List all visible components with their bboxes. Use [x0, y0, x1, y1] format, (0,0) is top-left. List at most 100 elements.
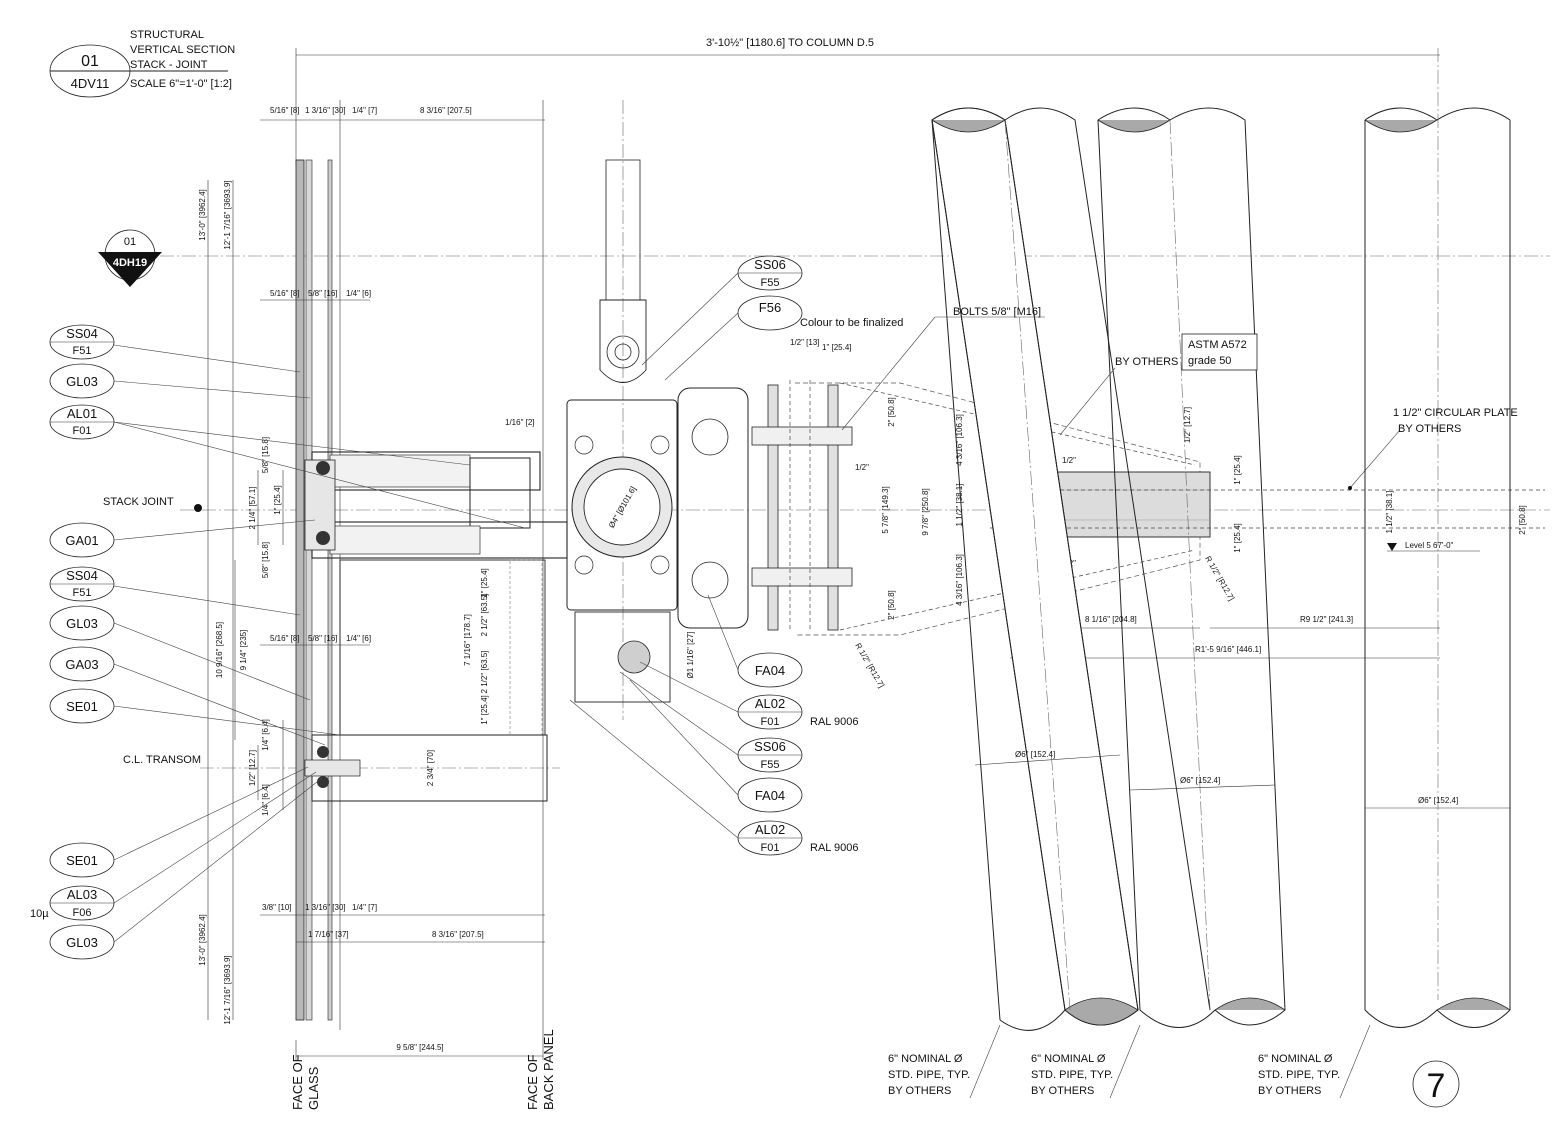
left-tag-group: SS04 F51 GL03 AL01 F01 GA01 SS04 F51 GL0…: [49, 324, 526, 960]
outer-glass-pane: [295, 159, 305, 1021]
weld-half-3: 1/2": [1062, 456, 1076, 465]
tag-code: FA04: [755, 663, 785, 678]
face-of-glass-line2: GLASS: [306, 1066, 321, 1110]
tag-code: SE01: [66, 853, 98, 868]
dim-1-1-2-38: 1 1/2" [38.1]: [955, 484, 964, 527]
detail-sheet-label: 4DV11: [71, 76, 110, 91]
dim-13-0-bottom: 13'-0" [3962.4]: [198, 914, 207, 966]
weld-half-1: 1/2": [855, 463, 869, 472]
scale-label: SCALE 6"=1'-0" [1:2]: [130, 78, 232, 90]
pipe-3: [1364, 107, 1511, 121]
dim-3-8-10: 3/8" [10]: [262, 903, 292, 912]
dim-1-4-6-low: 1/4" [6]: [346, 634, 371, 643]
tag-code: F56: [759, 300, 781, 315]
tag-code: GA01: [65, 533, 98, 548]
circular-plate-label: 1 1/2" CIRCULAR PLATE: [1393, 407, 1518, 419]
pipe-note-line3: BY OTHERS: [888, 1085, 951, 1097]
astm-label: ASTM A572: [1188, 339, 1247, 351]
tag-code: AL02: [755, 696, 785, 711]
dim-r1-2-b: R 1/2" [R12.7]: [1203, 555, 1236, 603]
tag-finish: F01: [73, 425, 92, 437]
bracket-flange: [677, 387, 749, 629]
dim-dia6-3: Ø6" [152.4]: [1418, 796, 1458, 805]
material-tag: SS04 F51: [49, 566, 115, 602]
tag-code: SS06: [754, 739, 786, 754]
face-of-back-panel-line1: FACE OF: [525, 1054, 540, 1110]
astm-box: [1181, 333, 1258, 371]
tag-code: SS04: [66, 326, 98, 341]
material-tag: F56 Colour to be finalized: [737, 295, 903, 331]
material-tag: FA04: [737, 652, 803, 688]
title-line-1: STRUCTURAL: [130, 29, 204, 41]
tag-finish: F55: [761, 277, 780, 289]
dim-2-50-right: 2" [50.8]: [1518, 505, 1527, 535]
pipe-note-line1: 6" NOMINAL Ø: [1258, 1053, 1333, 1065]
circular-plate-by-others: BY OTHERS: [1398, 423, 1461, 435]
material-tag: GL03: [49, 363, 115, 399]
tag-finish: F01: [761, 842, 780, 854]
dim-8-1-16: 8 1/16" [204.8]: [1085, 615, 1137, 624]
dim-2-1-4: 2 1/4" [57.1]: [248, 487, 257, 530]
dim-5-8-15-top: 5/8" [15.8]: [261, 437, 270, 473]
material-tag: AL01 F01: [49, 404, 115, 440]
pipe-note: 6" NOMINAL Ø STD. PIPE, TYP. BY OTHERS: [1258, 1024, 1371, 1099]
dim-1-25-stack: 1" [25.4]: [273, 485, 282, 515]
tag-finish: F01: [761, 716, 780, 728]
material-tag: AL02 F01 RAL 9006: [737, 820, 859, 856]
dim-1-7-16-37: 1 7/16" [37]: [308, 930, 349, 939]
end-plate-2: [827, 384, 839, 631]
dim-2-50-top: 2" [50.8]: [887, 397, 896, 427]
dim-dia1: Ø1 1/16" [27]: [686, 632, 695, 679]
tag-code: GL03: [66, 616, 98, 631]
dim-1-3-16-30-bottom: 1 3/16" [30]: [305, 903, 346, 912]
glass-assembly: 9 5/8" [244.5]: [295, 100, 568, 1060]
dim-9-7-8: 9 7/8" [250.8]: [921, 488, 930, 535]
title-block: 01 4DV11 STRUCTURAL VERTICAL SECTION STA…: [49, 29, 235, 98]
pipe-note-line1: 6" NOMINAL Ø: [888, 1053, 963, 1065]
tag-code: GL03: [66, 935, 98, 950]
back-panel-box: [339, 559, 546, 736]
pipe-note: 6" NOMINAL Ø STD. PIPE, TYP. BY OTHERS: [1031, 1024, 1141, 1099]
title-line-2: VERTICAL SECTION: [130, 44, 235, 56]
right-annotations: BOLTS 5/8" [M16] ASTM A572 grade 50 BY O…: [841, 306, 1518, 1108]
pipe-note-line2: STD. PIPE, TYP.: [1258, 1069, 1340, 1081]
lower-clip: [574, 611, 671, 703]
tag-code: AL02: [755, 822, 785, 837]
face-of-back-panel-line2: BACK PANEL: [541, 1029, 556, 1110]
tag-note: RAL 9006: [810, 716, 859, 728]
tag-code: GL03: [66, 374, 98, 389]
grade-label: grade 50: [1188, 355, 1231, 367]
top-dimension-label: 3'-10½" [1180.6] TO COLUMN D.5: [706, 37, 874, 49]
dim-1-25-a: 1" [25.4]: [480, 568, 489, 598]
bolts-label: BOLTS 5/8" [M16]: [953, 306, 1041, 318]
material-tag: AL02 F01 RAL 9006: [737, 694, 859, 730]
dim-4-3-16-top: 4 3/16" [106.3]: [955, 414, 964, 466]
glass-dimensions: 5/16" [8] 1 3/16" [30] 1/4" [7] 8 3/16" …: [260, 106, 545, 943]
dim-4-3-16-bottom: 4 3/16" [106.3]: [955, 554, 964, 606]
center-tag-group: SS06 F55 F56 Colour to be finalized FA04…: [569, 255, 903, 856]
dim-1-4-6-4-top: 1/4" [6.4]: [261, 719, 270, 751]
level-label: Level 5 67'-0": [1405, 541, 1454, 550]
material-tag: AL03 F06: [49, 885, 115, 921]
material-tag: SE01: [49, 842, 115, 878]
material-tag: FA04: [737, 777, 803, 813]
clevis: [599, 299, 647, 383]
dim-1-2-12-7: 1/2" [12.7]: [248, 750, 257, 786]
material-tag: GA01: [49, 522, 115, 558]
dim-5-16-8-top: 5/16" [8]: [270, 106, 300, 115]
dim-2-50-bottom: 2" [50.8]: [887, 590, 896, 620]
dim-1-25-knife-top: 1" [25.4]: [1233, 455, 1242, 485]
dim-r1-2-a: R 1/2" [R12.7]: [853, 642, 886, 690]
dim-r1-5: R1'-5 9/16" [446.1]: [1195, 645, 1261, 654]
pipe-note-line2: STD. PIPE, TYP.: [888, 1069, 970, 1081]
dim-1-1-2-38-b: 1 1/2" [38.1]: [1385, 491, 1394, 534]
bolt-bottom: [751, 567, 853, 587]
left-dimension-lines: 13'-0" [3962.4] 12'-1 7/16" [3693.9] 13'…: [198, 180, 284, 1025]
tag-code: SE01: [66, 699, 98, 714]
dim-5-8-16-mid: 5/8" [16]: [308, 289, 338, 298]
material-tag: GL03: [49, 924, 115, 960]
dim-5-16-8-mid: 5/16" [8]: [270, 289, 300, 298]
dim-1-4-7-top: 1/4" [7]: [352, 106, 377, 115]
cl-transom-label: C.L. TRANSOM: [123, 754, 201, 766]
